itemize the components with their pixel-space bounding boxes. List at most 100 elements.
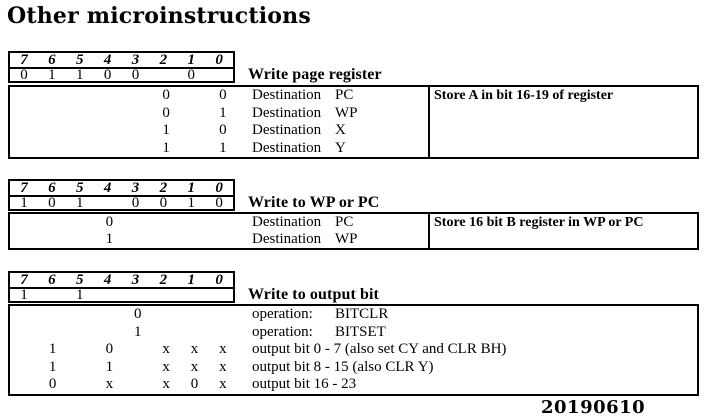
- bit-cell: 1: [20, 287, 28, 303]
- bit-cell: 6: [48, 180, 56, 196]
- bit-cell: 0: [187, 67, 195, 83]
- bit-cell: [10, 306, 38, 324]
- bit-cell: [38, 324, 66, 342]
- bit-cell: 1: [48, 358, 57, 375]
- row-desc: output bit 16 - 23: [252, 376, 357, 393]
- row-bits: 1: [10, 324, 237, 342]
- row-desc: Destination: [252, 122, 322, 138]
- row-desc: Destination: [252, 231, 322, 247]
- bit-cell: [95, 122, 123, 140]
- row-value: WP: [335, 231, 358, 247]
- bit-cell: [10, 105, 38, 123]
- bit-cell: 1: [219, 139, 227, 156]
- bit-cell: [10, 140, 38, 158]
- bit-cell: [180, 306, 208, 324]
- bit-cell: x: [190, 358, 199, 375]
- bit-cell: 3: [131, 272, 140, 288]
- bit-cell: 4: [103, 180, 112, 196]
- bit-cell: x: [105, 376, 114, 393]
- bit-cell: [38, 105, 66, 123]
- table-row: 0 operation: BITCLR: [10, 306, 697, 324]
- bit-cell: [67, 214, 95, 231]
- bit-cell: 2: [159, 180, 168, 196]
- bit-cell: [38, 289, 66, 301]
- bit-cell: [124, 105, 152, 123]
- bit-cell: 0: [48, 195, 56, 211]
- table-row: 1 Destination WP: [10, 231, 697, 248]
- table-note: Store 16 bit B register in WP or PC: [434, 215, 644, 230]
- bit-cell: 1: [187, 52, 195, 68]
- bit-cell: [209, 214, 237, 231]
- bit-cell: 5: [75, 180, 84, 196]
- bit-cell: 1: [187, 180, 195, 196]
- bit-cell: [38, 306, 66, 324]
- bit-cell: [177, 289, 205, 301]
- bit-cell: 0: [103, 67, 112, 83]
- row-bits: 0: [10, 214, 237, 231]
- bit-cell: [124, 376, 152, 394]
- bit-cell: [209, 306, 237, 324]
- bit-cell: [205, 69, 233, 81]
- bit-cell: [149, 289, 177, 301]
- bit-cell: [124, 214, 152, 231]
- bit-cell: [38, 122, 66, 140]
- bit-cell: 2: [159, 272, 168, 288]
- bit-cell: [205, 289, 233, 301]
- bit-cell: [10, 87, 38, 105]
- bit-cell: [67, 341, 95, 359]
- note-divider: [428, 87, 430, 157]
- bit-cell: 6: [48, 272, 56, 288]
- table-note: Store A in bit 16-19 of register: [434, 88, 614, 103]
- row-value: PC: [335, 214, 354, 230]
- bit-cell: 7: [20, 180, 28, 196]
- bit-cell: 0: [20, 67, 28, 83]
- bit-cell: [209, 231, 237, 248]
- sub-table-box: 0 Destination PC 1 Destination WP Store …: [8, 212, 699, 250]
- page-title: Other microinstructions: [7, 3, 311, 29]
- bit-cell: [67, 376, 95, 394]
- bit-cell: [152, 324, 180, 342]
- bit-cell: [95, 140, 123, 158]
- bit-cell: 1: [219, 104, 227, 121]
- bit-cell: 2: [159, 52, 168, 68]
- bit-cell: 1: [187, 272, 195, 288]
- bit-cell: 0: [215, 195, 223, 211]
- bit-cell: 6: [48, 52, 56, 68]
- bit-cell: 5: [75, 272, 84, 288]
- bit-cell: 0: [159, 195, 168, 211]
- bit-cell: [38, 87, 66, 105]
- bit-cell: x: [219, 376, 227, 393]
- bit-cell: [209, 324, 237, 342]
- bit-cell: 1: [48, 67, 56, 83]
- bit-cell: [67, 231, 95, 248]
- row-desc: operation:: [252, 323, 313, 340]
- bit-cell: 0: [162, 87, 170, 103]
- row-desc: output bit 8 - 15 (also CLR Y): [252, 358, 434, 375]
- bit-cell: 1: [187, 195, 195, 211]
- bit-cell: 1: [48, 341, 57, 358]
- bit-cell: x: [219, 358, 227, 375]
- bit-cell: 1: [20, 195, 28, 211]
- bit-cell: [10, 231, 38, 248]
- bit-cell: [67, 87, 95, 105]
- bit-cell: [10, 324, 38, 342]
- bit-cell: 0: [215, 272, 223, 288]
- bit-cell: [67, 122, 95, 140]
- bit-cell: 1: [162, 139, 170, 156]
- bit-cell: [95, 87, 123, 105]
- bit-cell: 0: [162, 104, 170, 121]
- bit-cell: [180, 87, 208, 105]
- bit-cell: 0: [215, 52, 223, 68]
- sub-table-box: 0 operation: BITCLR 1 operation: BITSET …: [8, 304, 699, 396]
- bit-cell: 1: [75, 67, 84, 83]
- bit-cell: [124, 87, 152, 105]
